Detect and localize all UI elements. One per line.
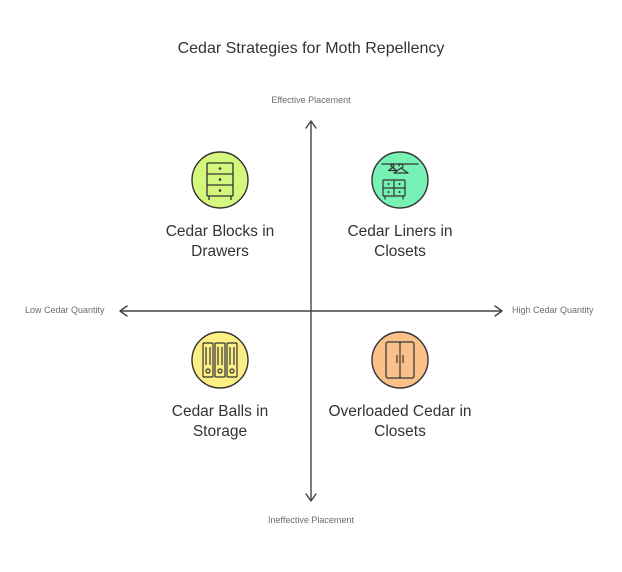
drawers-icon — [191, 151, 249, 209]
quadrant-label-bottom-left: Cedar Balls in Storage — [171, 403, 269, 440]
quadrant-label-top-right: Cedar Liners in Closets — [347, 223, 453, 260]
axis-label-top: Effective Placement — [271, 95, 351, 105]
wardrobe-icon — [371, 331, 429, 389]
axis-label-left: Low Cedar Quantity — [25, 305, 105, 315]
quadrant-label-bottom-right: Overloaded Cedar in Closets — [328, 403, 472, 440]
axis-arrow-down — [305, 493, 317, 502]
storage-bins-icon — [191, 331, 249, 389]
axis-arrow-up — [305, 120, 317, 129]
page-title: Cedar Strategies for Moth Repellency — [177, 40, 445, 57]
axis-label-bottom: Ineffective Placement — [268, 515, 354, 525]
axis-arrow-left — [119, 305, 128, 317]
axis-label-right: High Cedar Quantity — [512, 305, 594, 315]
hanger-dresser-icon — [371, 151, 429, 209]
quadrant-label-top-left: Cedar Blocks in Drawers — [165, 223, 275, 260]
axis-arrow-right — [494, 305, 503, 317]
